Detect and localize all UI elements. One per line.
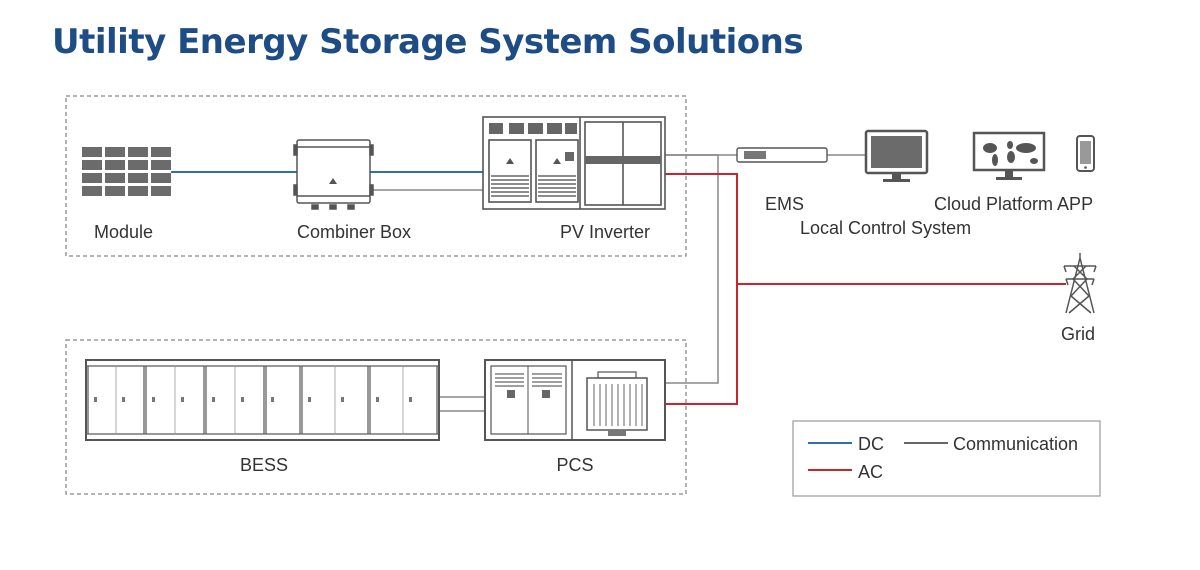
monitor-icon (864, 129, 929, 182)
module-label: Module (94, 222, 153, 242)
comm-line-inverter-pcs (665, 154, 719, 384)
legend-communication-label: Communication (953, 434, 1078, 454)
pcs-icon (484, 359, 666, 441)
pv-inverter-icon (482, 116, 666, 210)
legend-dc-label: DC (858, 434, 884, 454)
ac-line-inverter-grid (665, 173, 738, 405)
world-map-screen-icon (972, 131, 1046, 180)
pv-group-frame (65, 95, 687, 257)
legend-box (792, 420, 1101, 497)
bess-label: BESS (240, 455, 288, 475)
ems-device-icon (736, 147, 828, 163)
legend-ac-label: AC (858, 462, 883, 482)
smartphone-icon (1076, 135, 1095, 172)
pcs-label: PCS (556, 455, 593, 475)
local-control-system-label: Local Control System (800, 218, 971, 238)
grid-label: Grid (1061, 324, 1095, 344)
storage-group-frame (65, 339, 687, 495)
ems-label: EMS (765, 194, 804, 214)
combiner-box-label: Combiner Box (297, 222, 411, 242)
pv-inverter-label: PV Inverter (560, 222, 650, 242)
cloud-platform-app-label: Cloud Platform APP (934, 194, 1093, 214)
legend: DC Communication AC (792, 420, 1101, 497)
page-title: Utility Energy Storage System Solutions (52, 22, 804, 62)
module-icon (82, 147, 171, 196)
transmission-tower-icon (1063, 253, 1097, 314)
combiner-box-icon (293, 139, 374, 210)
battery-container-icon (85, 359, 440, 441)
